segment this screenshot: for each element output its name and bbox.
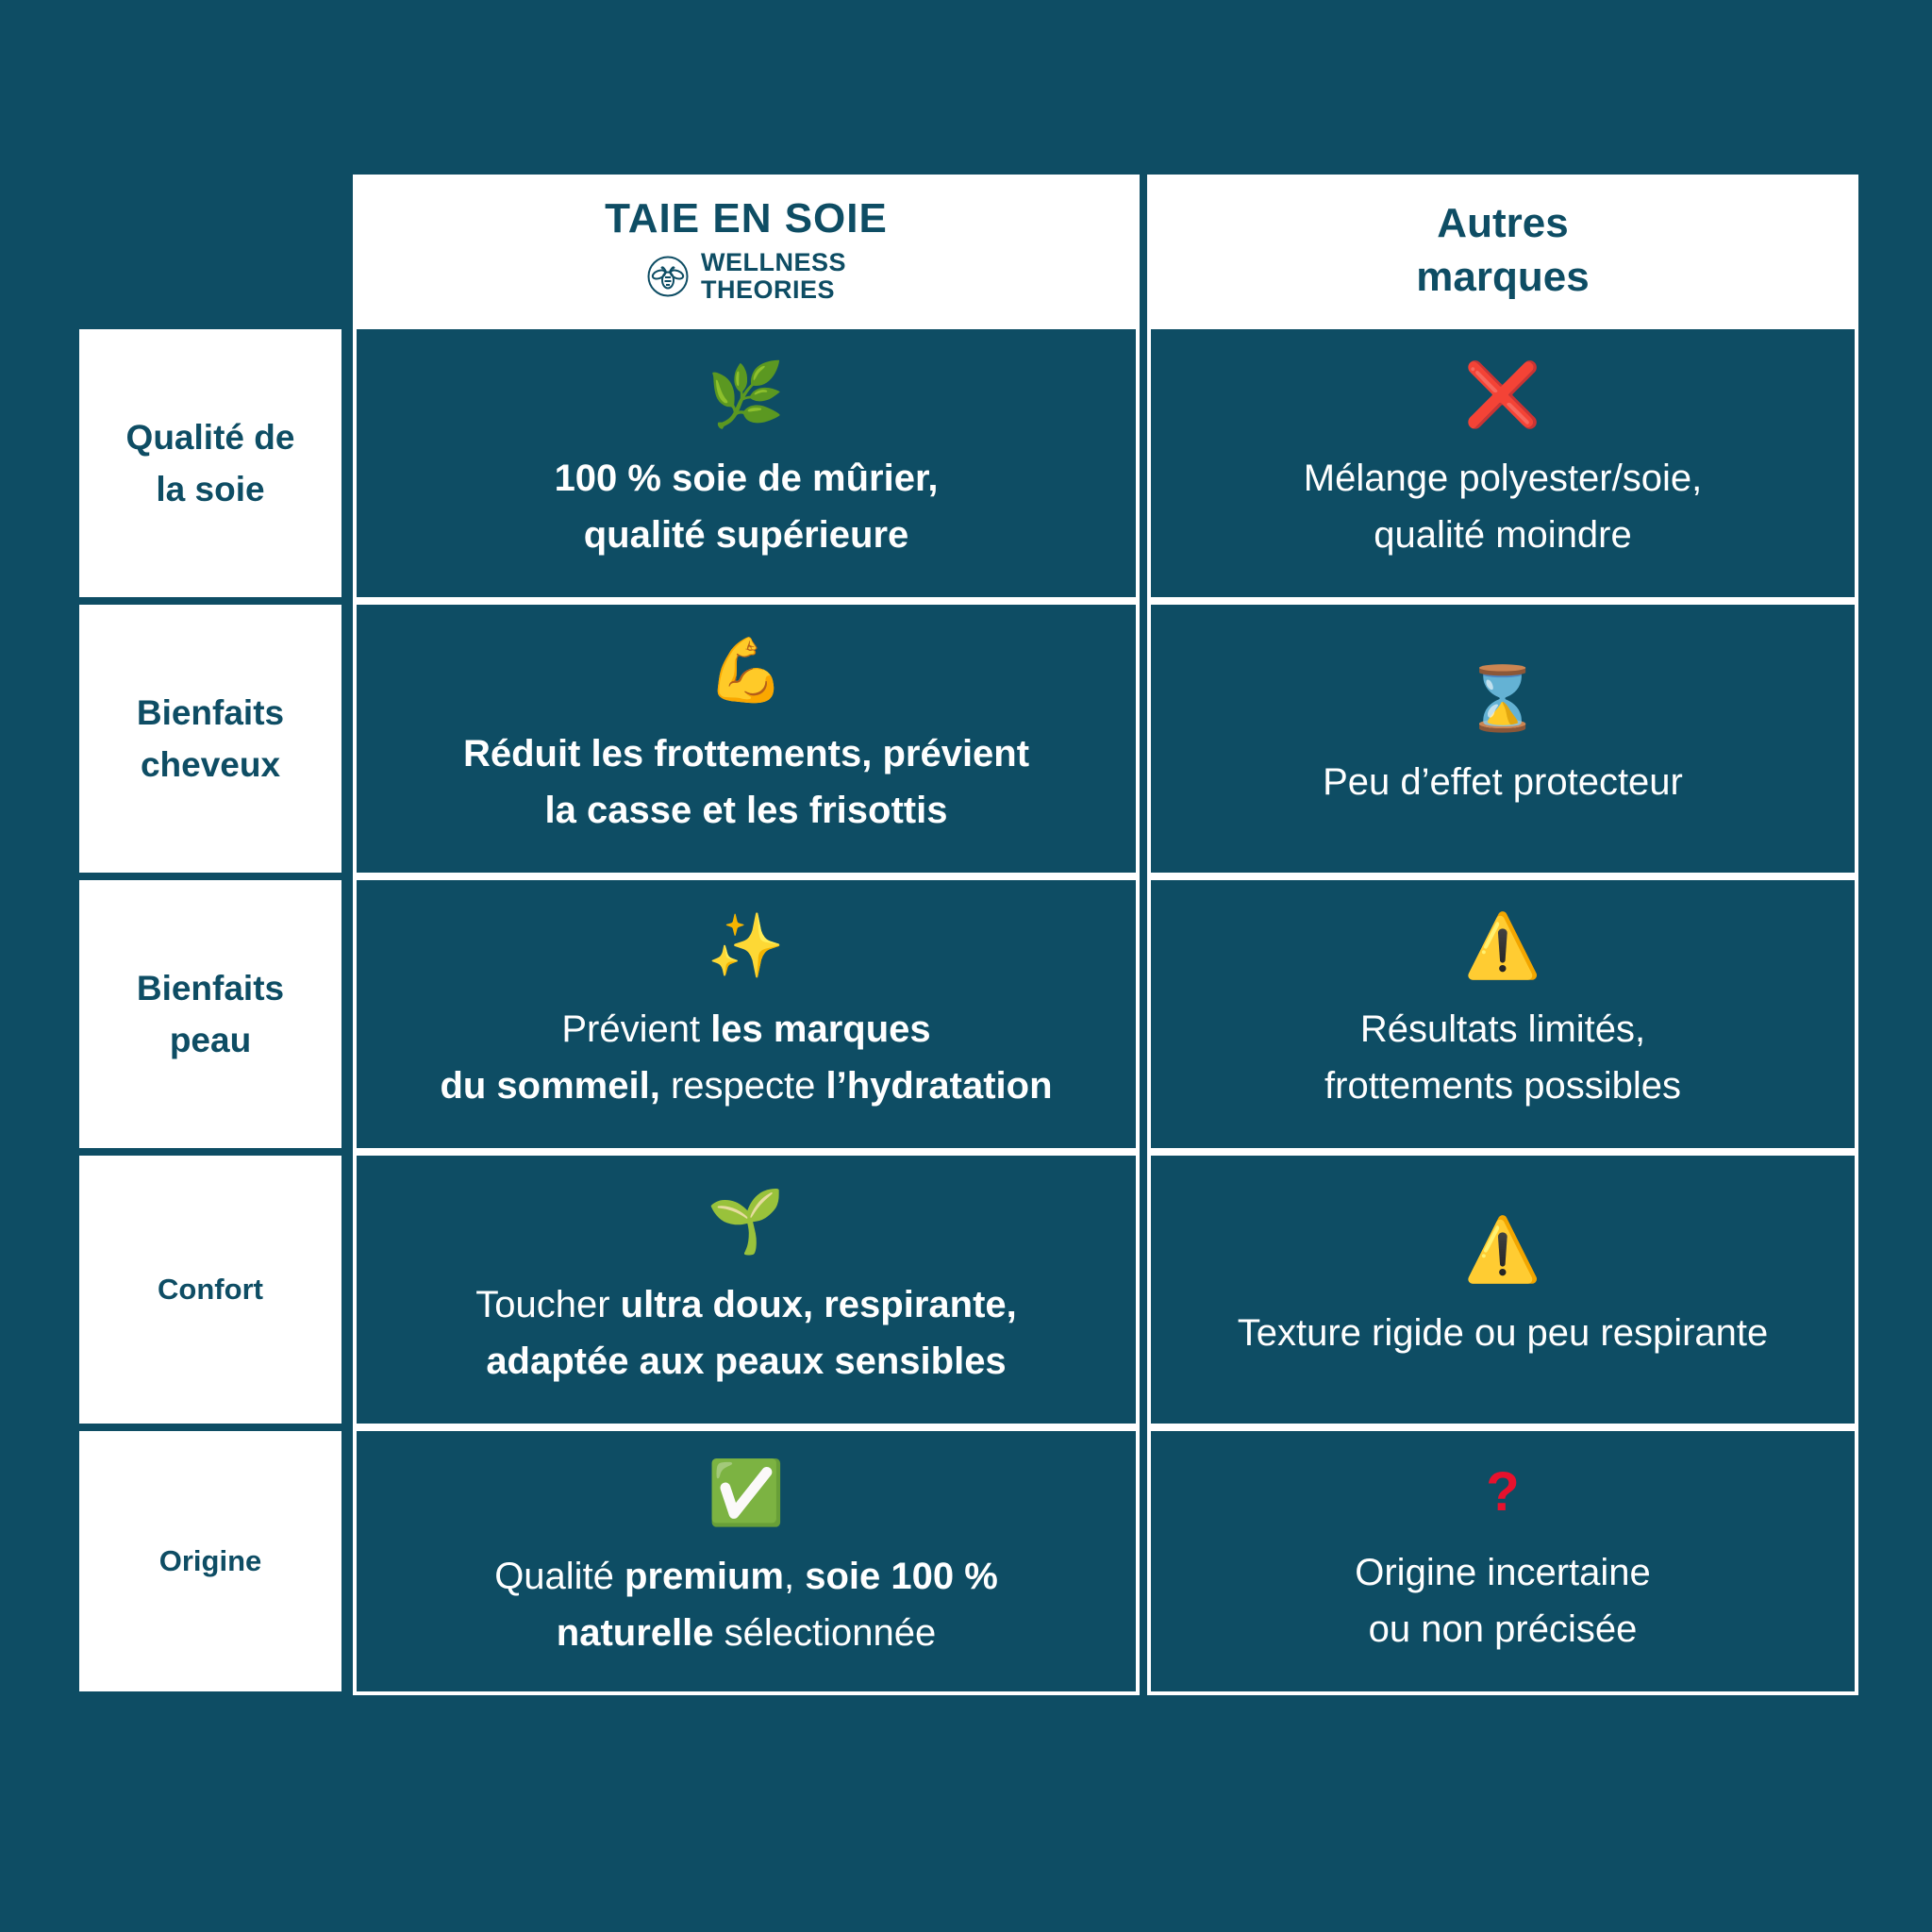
others-text-hair-benefits: Peu d’effet protecteur [1323,761,1683,803]
product-text-comfort: Toucher ultra doux, respirante,adaptée a… [475,1284,1017,1382]
others-cell-hair-benefits: ⌛ Peu d’effet protecteur [1147,601,1858,876]
cross-mark-emoji: ❌ [1463,359,1542,429]
seedling-emoji: 🌱 [707,1186,786,1256]
others-text-comfort: Texture rigide ou peu respirante [1237,1312,1769,1354]
sparkles-emoji: ✨ [707,910,786,980]
others-text-skin-benefits: Résultats limités,frottements possibles [1324,1008,1681,1107]
row-label-comfort: Confort [75,1152,345,1427]
product-column-title: TAIE EN SOIE [605,194,888,242]
check-mark-emoji: ✅ [707,1457,786,1527]
header-spacer [75,175,345,325]
bee-logo-icon [646,255,690,298]
others-cell-silk-quality: ❌ Mélange polyester/soie,qualité moindre [1147,325,1858,601]
others-text-silk-quality: Mélange polyester/soie,qualité moindre [1303,458,1703,556]
others-cell-skin-benefits: ⚠️ Résultats limités,frottements possibl… [1147,876,1858,1152]
herb-emoji: 🌿 [707,359,786,429]
product-text-silk-quality: 100 % soie de mûrier,qualité supérieure [554,458,939,556]
flexed-biceps-emoji: 💪 [707,635,786,705]
hourglass-emoji: ⌛ [1463,663,1542,733]
red-question-icon: ? [1486,1461,1520,1523]
product-cell-silk-quality: 🌿 100 % soie de mûrier,qualité supérieur… [353,325,1140,601]
warning-emoji: ⚠️ [1463,1214,1542,1284]
row-label-origin: Origine [75,1427,345,1695]
product-cell-comfort: 🌱 Toucher ultra doux, respirante,adaptée… [353,1152,1140,1427]
product-text-origin: Qualité premium, soie 100 %naturelle sél… [494,1556,998,1654]
others-cell-comfort: ⚠️ Texture rigide ou peu respirante [1147,1152,1858,1427]
warning-emoji: ⚠️ [1463,910,1542,980]
product-cell-origin: ✅ Qualité premium, soie 100 %naturelle s… [353,1427,1140,1695]
